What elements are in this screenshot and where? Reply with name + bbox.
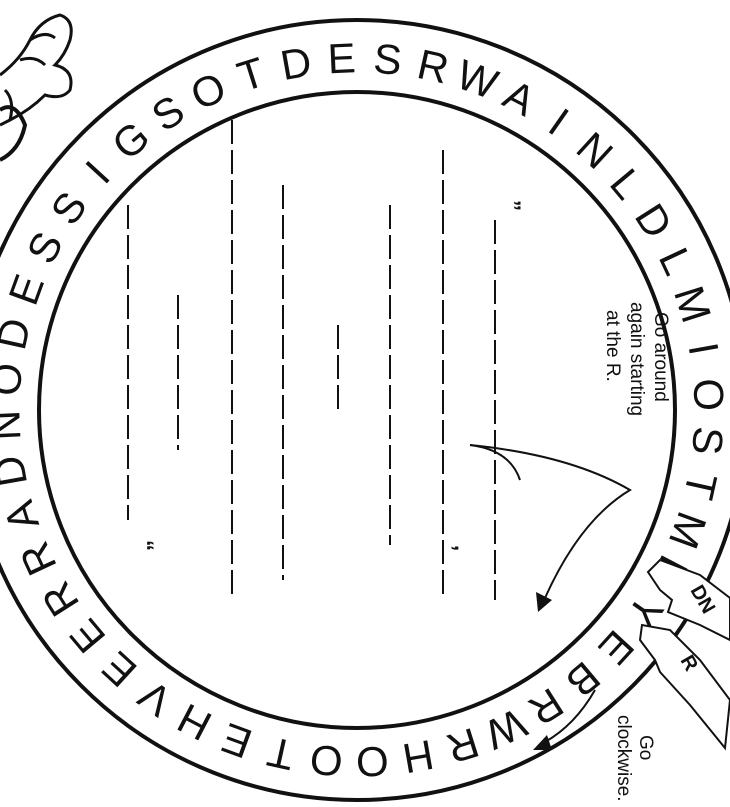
ring-letter: D [0, 452, 36, 490]
ring-letter: I [541, 99, 578, 144]
opening-quote-mark: “ [133, 540, 158, 551]
ring-letter: O [684, 377, 730, 412]
comma-mark: , [450, 545, 475, 551]
ring-letter: O [355, 737, 390, 785]
inner-note-line-1: Go around [650, 312, 671, 402]
ring-letter: M [665, 280, 720, 328]
ring-letter: E [60, 610, 114, 662]
answer-blanks [128, 120, 495, 600]
ring-letter: D [277, 38, 315, 90]
closing-quote-mark: ” [500, 200, 525, 211]
ring-inner-circle [39, 92, 675, 728]
ring-letter: A [496, 70, 543, 125]
inner-note-line-2: again starting [626, 302, 647, 416]
ring-letter: H [170, 694, 219, 750]
ring-letter: D [0, 314, 40, 354]
outer-note-line-2: clockwise. [613, 715, 634, 802]
ring-letter: I [679, 339, 727, 359]
ring-letter: W [478, 699, 534, 759]
ring-letter: E [215, 714, 257, 768]
ring-letter: I [76, 152, 119, 192]
inner-note-line-3: at the R. [602, 310, 623, 382]
ring-letter: R [413, 40, 453, 92]
ring-letter: T [232, 48, 271, 101]
ring-letter: A [0, 495, 48, 536]
ring-letter: O [308, 736, 345, 786]
ring-letter: H [399, 731, 437, 783]
clockwise-arrowhead-icon [533, 735, 552, 750]
ring-letter: O [184, 63, 233, 119]
ring-letter: R [441, 719, 484, 773]
ring-letter: E [93, 643, 145, 697]
ring-letter: E [327, 34, 357, 82]
ring-letter: G [103, 112, 158, 169]
ring-letter: N [568, 123, 622, 178]
ring-letter: N [0, 409, 29, 441]
ring-letter: S [683, 425, 730, 457]
ring-letter: L [650, 241, 702, 282]
ring-letter: T [675, 469, 726, 504]
inner-note: Go around again starting at the R. [602, 302, 671, 416]
ring-letter: W [451, 50, 505, 108]
outer-note: Go clockwise. [613, 715, 656, 802]
bottom-block-arrow [640, 625, 730, 748]
ring-letter: B [557, 653, 609, 707]
ring-letter: E [0, 268, 53, 310]
loop-arrowhead-icon [536, 592, 552, 612]
ring-letter: S [17, 224, 72, 271]
ring-letter: V [130, 671, 180, 726]
ring-letter: R [32, 574, 88, 625]
outer-note-line-1: Go [635, 735, 656, 760]
ring-letter: T [263, 728, 298, 779]
ring-letter: E [590, 622, 644, 674]
pointing-hand-icon [0, 15, 71, 160]
ring-letter: L [601, 160, 652, 208]
ring-letter: S [372, 35, 404, 84]
ring-letter: R [10, 535, 65, 582]
ring-letter: R [521, 679, 572, 735]
ring-letter: S [143, 86, 192, 141]
ring-letter: S [41, 183, 96, 233]
ring-letter: M [660, 506, 716, 555]
ring-letter: O [0, 361, 31, 398]
ring-letter: D [626, 195, 682, 246]
